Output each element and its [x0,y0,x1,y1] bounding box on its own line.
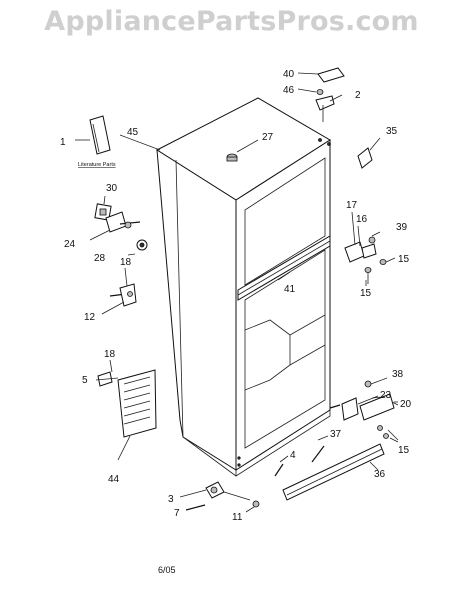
callout-45: 45 [127,127,139,138]
refrigerator-cabinet [155,97,331,477]
divider-mullion [237,235,331,301]
callout-39: 39 [396,222,408,233]
callout-16: 16 [356,214,368,225]
callout-17: 17 [346,200,358,211]
callout-15c: 15 [398,445,410,456]
callout-36: 36 [374,469,386,480]
callout-5: 5 [82,375,88,386]
callout-4: 4 [290,450,296,461]
leveling-leg [179,481,260,513]
callout-3: 3 [168,494,174,505]
center-hinge-assembly [344,211,396,284]
literature-book [75,115,111,155]
callout-labels: 1 Literature Parts 2 3 4 5 7 11 12 15 15… [60,69,412,523]
callout-46: 46 [283,85,295,96]
callout-37: 37 [330,429,342,440]
latch-assembly [89,195,148,256]
callout-28: 28 [94,253,106,264]
callout-1: 1 [60,137,66,148]
watermark: AppliancePartsPros.com [44,6,419,37]
callout-24: 24 [64,239,76,250]
callout-15b: 15 [360,288,372,299]
callout-27: 27 [262,132,274,143]
callout-30: 30 [106,183,118,194]
callout-40: 40 [283,69,295,80]
literature-label: Literature Parts [78,162,116,168]
callout-2: 2 [355,90,361,101]
callout-11: 11 [232,512,243,523]
callout-41: 41 [284,284,296,295]
leader-lines [119,72,399,406]
callout-23: 23 [380,390,392,401]
callout-35: 35 [386,126,398,137]
callout-12: 12 [84,312,96,323]
compressor-bracket [95,359,157,461]
toe-grille [274,435,385,501]
callout-44: 44 [108,474,120,485]
callout-15a: 15 [398,254,410,265]
footer-code: 6/05 [158,565,176,575]
callout-20: 20 [400,399,412,410]
callout-18a: 18 [120,257,132,268]
callout-18b: 18 [104,349,116,360]
top-hinge-assembly [315,67,381,169]
callout-7: 7 [174,508,180,519]
screw-clip-upper [101,267,137,315]
plug-button [226,139,259,162]
bottom-hinge-assembly [329,380,399,443]
callout-38: 38 [392,369,404,380]
